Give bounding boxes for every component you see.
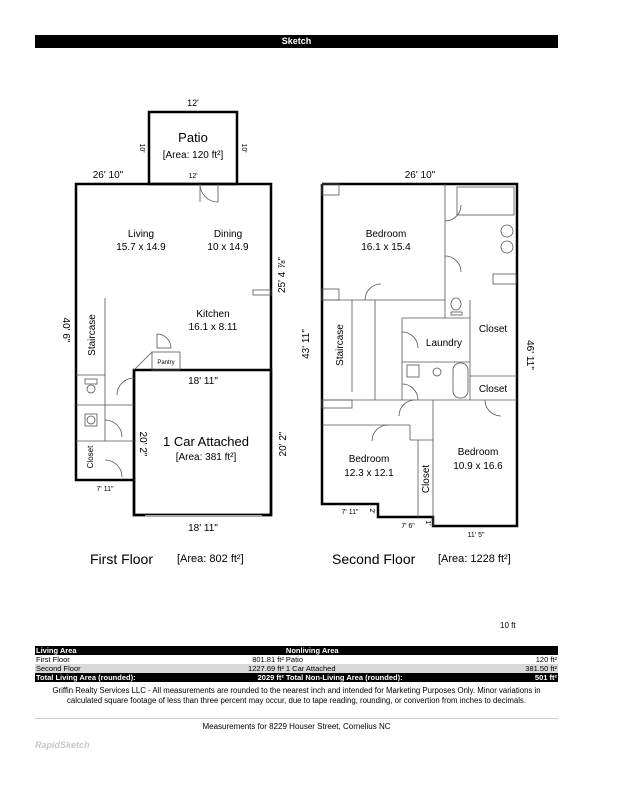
nonliving-value: 120 ft² (497, 655, 558, 664)
room-living: Living (128, 229, 154, 240)
living-name: First Floor (35, 655, 218, 664)
living-area-header: Living Area (35, 646, 285, 655)
table-header-row: Living Area Nonliving Area (35, 646, 558, 655)
area-summary-table: Living Area Nonliving Area First Floor 8… (35, 646, 558, 682)
second-floor-dim-left: 43' 11" (301, 329, 312, 359)
second-floor-dim-bottom-a: 7' 11" (342, 509, 359, 516)
room-staircase-2: Staircase (335, 324, 346, 366)
room-pantry: Pantry (157, 360, 174, 366)
room-bedroom-2: Bedroom (349, 454, 390, 465)
first-floor-dim-bottom-left: 7' 11" (97, 486, 114, 493)
second-floor-dim-bottom-c: 11' 5" (468, 532, 485, 539)
room-staircase-1: Staircase (87, 314, 98, 356)
disclaimer-text: Griffin Realty Services LLC - All measur… (52, 686, 541, 705)
table-row: Second Floor 1227.69 ft² 1 Car Attached … (35, 664, 558, 673)
nonliving-area-header: Nonliving Area (284, 646, 558, 655)
second-floor-dim-top: 26' 10" (405, 170, 436, 181)
living-value: 1227.69 ft² (217, 664, 285, 673)
divider (35, 718, 558, 719)
garage-dim-left: 20' 2" (137, 432, 148, 457)
nonliving-name: 1 Car Attached (284, 664, 498, 673)
second-floor-dim-right: 46' 11" (524, 340, 535, 370)
second-floor-label: Second Floor (332, 551, 416, 567)
garage-label: 1 Car Attached (163, 434, 249, 449)
garage-dim-bottom: 18' 11" (188, 523, 218, 534)
room-dining-size: 10 x 14.9 (207, 242, 249, 253)
room-bedroom-3-size: 10.9 x 16.6 (453, 461, 503, 472)
room-bedroom-1-size: 16.1 x 15.4 (361, 242, 411, 253)
room-closet-3: Closet (479, 384, 508, 395)
garage-dim-right: 20' 2" (278, 431, 289, 456)
nonliving-name: Patio (284, 655, 498, 664)
patio-dim-bottom: 12' (188, 173, 197, 180)
table-total-row: Total Living Area (rounded): 2029 ft² To… (35, 673, 558, 682)
second-floor-dim-bottom-b: 7' 6" (401, 523, 415, 530)
room-kitchen: Kitchen (196, 309, 229, 320)
room-living-size: 15.7 x 14.9 (116, 242, 166, 253)
second-floor-dim-step-b: 1' (424, 520, 431, 525)
room-closet-2: Closet (479, 324, 508, 335)
total-nonliving-label: Total Non-Living Area (rounded): (284, 673, 498, 682)
first-floor-dim-right: 25' 4 ⅞" (277, 257, 288, 293)
second-floor-area: [Area: 1228 ft²] (438, 553, 511, 565)
patio-area: [Area: 120 ft²] (163, 150, 224, 161)
total-nonliving-value: 501 ft² (497, 673, 558, 682)
patio-dim-top: 12' (187, 98, 199, 108)
garage-dim-top: 18' 11" (188, 376, 218, 387)
first-floor-dim-top: 26' 10" (93, 170, 124, 181)
garage-area: [Area: 381 ft²] (176, 452, 237, 463)
room-bedroom-3: Bedroom (458, 447, 499, 458)
room-closet-4: Closet (421, 465, 432, 494)
living-value: 801.81 ft² (217, 655, 285, 664)
table-row: First Floor 801.81 ft² Patio 120 ft² (35, 655, 558, 664)
patio-label: Patio (178, 130, 208, 145)
first-floor-dim-left: 40' 6" (60, 318, 71, 343)
rapidsketch-logo: RapidSketch (35, 740, 90, 750)
first-floor-area: [Area: 802 ft²] (177, 553, 244, 565)
patio-dim-right: 10' (240, 143, 247, 152)
room-kitchen-size: 16.1 x 8.11 (189, 322, 238, 333)
scale-label: 10 ft (500, 621, 516, 630)
room-closet-1: Closet (86, 445, 95, 468)
address-text: Measurements for 8229 Houser Street, Cor… (202, 722, 391, 731)
first-floor-label: First Floor (90, 551, 153, 567)
room-dining: Dining (214, 229, 242, 240)
total-living-value: 2029 ft² (217, 673, 285, 682)
total-living-label: Total Living Area (rounded): (35, 673, 218, 682)
room-bedroom-2-size: 12.3 x 12.1 (344, 468, 394, 479)
sketch-title-bar: Sketch (35, 35, 558, 48)
room-bedroom-1: Bedroom (366, 229, 407, 240)
room-laundry: Laundry (426, 338, 462, 349)
floor-plan-drawing: 12' 12' Patio [Area: 120 ft²] 10' 10' 26… (60, 98, 535, 539)
living-name: Second Floor (35, 664, 218, 673)
patio-dim-left: 10' (138, 143, 145, 152)
nonliving-value: 381.50 ft² (497, 664, 558, 673)
second-floor-dim-step-a: 2' (368, 508, 375, 513)
